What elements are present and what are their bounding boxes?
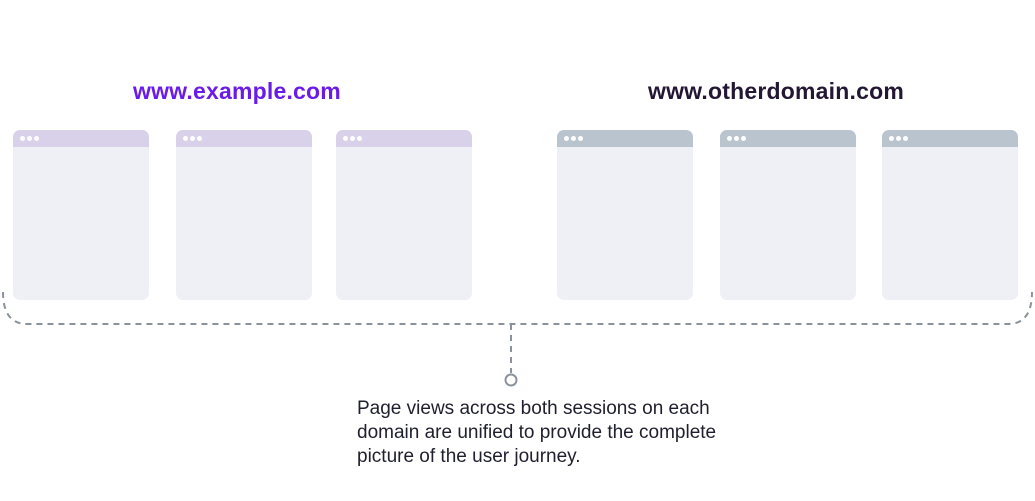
window-dot bbox=[343, 136, 348, 141]
browser-title-bar bbox=[13, 130, 149, 147]
browser-window bbox=[720, 130, 856, 300]
window-dot bbox=[197, 136, 202, 141]
window-dot bbox=[741, 136, 746, 141]
browser-title-bar bbox=[882, 130, 1018, 147]
browser-title-bar bbox=[720, 130, 856, 147]
browser-content bbox=[882, 147, 1018, 300]
browser-window bbox=[336, 130, 472, 300]
browser-content bbox=[720, 147, 856, 300]
browser-content bbox=[176, 147, 312, 300]
browser-content bbox=[13, 147, 149, 300]
window-dot bbox=[34, 136, 39, 141]
window-dot bbox=[564, 136, 569, 141]
browser-title-bar bbox=[176, 130, 312, 147]
bracket-line bbox=[2, 291, 1033, 325]
window-dots-icon bbox=[889, 136, 908, 141]
caption-text: Page views across both sessions on each … bbox=[357, 398, 717, 467]
domain-label-otherdomain: www.otherdomain.com bbox=[648, 78, 904, 104]
window-dot bbox=[183, 136, 188, 141]
browser-content bbox=[557, 147, 693, 300]
window-dot bbox=[889, 136, 894, 141]
window-dots-icon bbox=[727, 136, 746, 141]
window-dot bbox=[727, 136, 732, 141]
window-dots-icon bbox=[343, 136, 362, 141]
browser-title-bar bbox=[336, 130, 472, 147]
window-dot bbox=[27, 136, 32, 141]
window-dot bbox=[20, 136, 25, 141]
browser-window bbox=[557, 130, 693, 300]
domain-label-example: www.example.com bbox=[133, 78, 341, 104]
browser-content bbox=[336, 147, 472, 300]
window-dot bbox=[734, 136, 739, 141]
browser-window bbox=[176, 130, 312, 300]
connector-node bbox=[504, 373, 518, 387]
window-dot bbox=[357, 136, 362, 141]
browser-title-bar bbox=[557, 130, 693, 147]
window-dot bbox=[578, 136, 583, 141]
window-dots-icon bbox=[564, 136, 583, 141]
window-dots-icon bbox=[20, 136, 39, 141]
window-dot bbox=[190, 136, 195, 141]
browser-window bbox=[13, 130, 149, 300]
window-dot bbox=[896, 136, 901, 141]
window-dot bbox=[571, 136, 576, 141]
window-dot bbox=[903, 136, 908, 141]
window-dots-icon bbox=[183, 136, 202, 141]
browser-window bbox=[882, 130, 1018, 300]
window-dot bbox=[350, 136, 355, 141]
